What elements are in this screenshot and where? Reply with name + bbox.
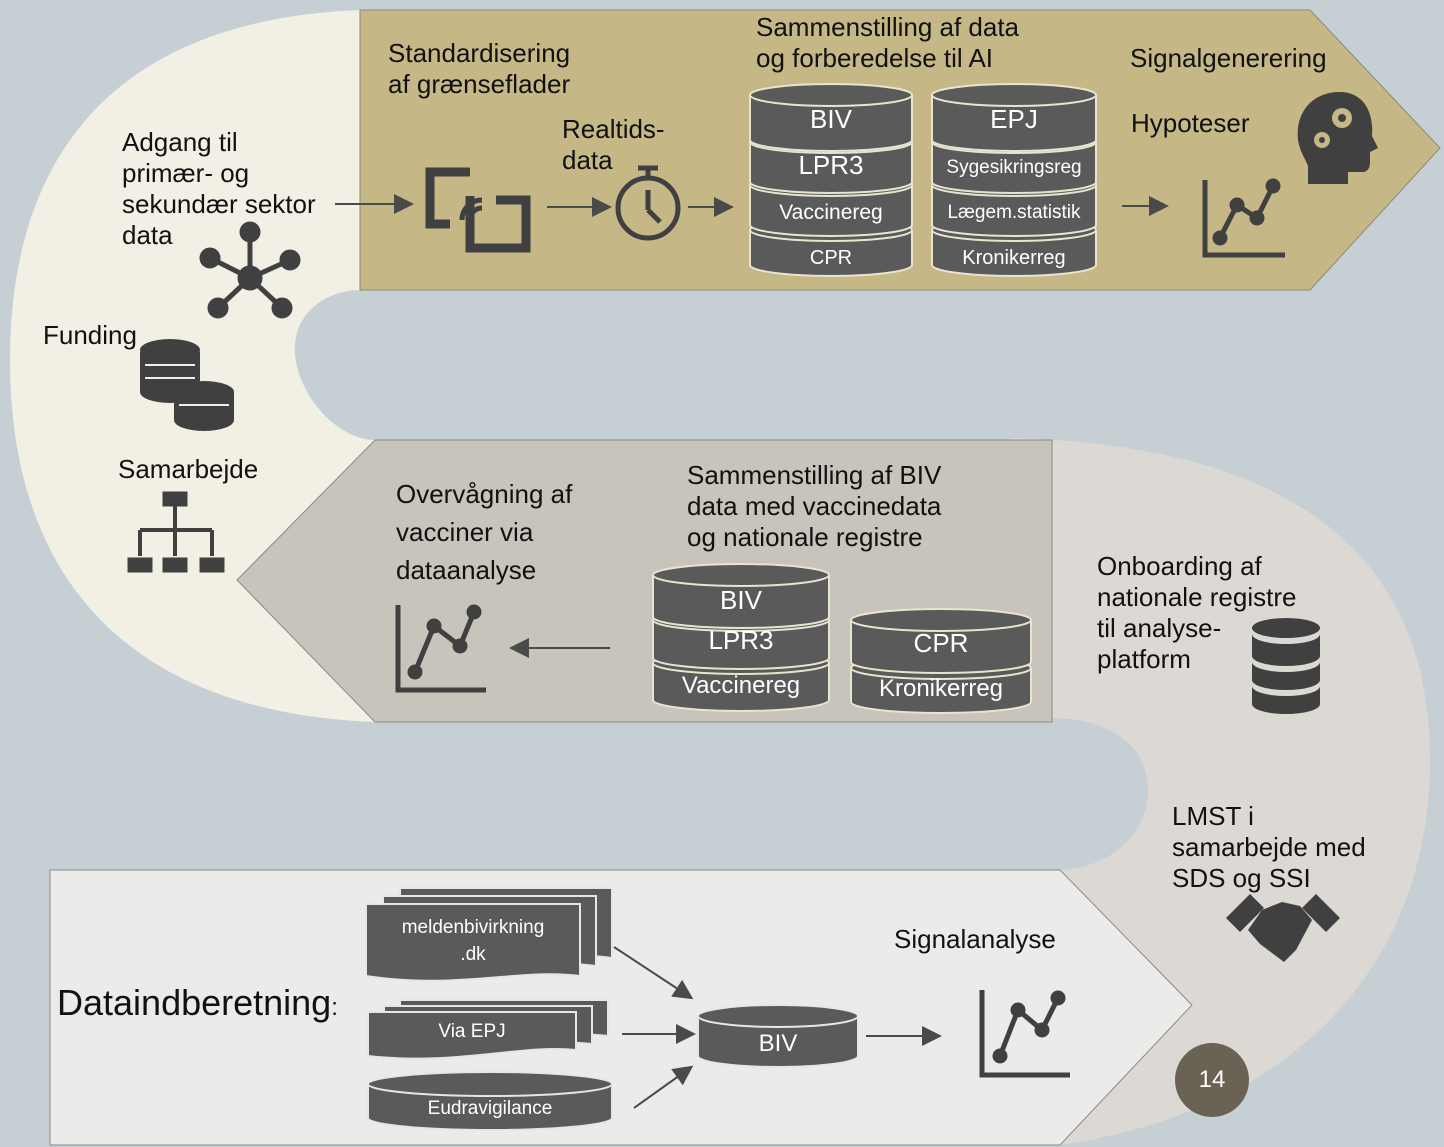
hypotheses-label: Hypoteser: [1131, 108, 1250, 138]
top-stack-2-item: EPJ: [990, 104, 1038, 134]
monitoring-label: Overvågning af vacciner via dataanalyse: [396, 479, 573, 585]
top-stack-1-item: Vaccinereg: [779, 201, 883, 224]
top-chart-icon: [1202, 178, 1285, 258]
doc-stack-2-shapes: [367, 999, 609, 1060]
network-icon: [199, 221, 301, 319]
signal-generation-label: Signalgenerering: [1130, 43, 1327, 73]
page-number: 14: [1198, 1066, 1226, 1093]
compile-biv-label: Sammenstilling af BIV data med vaccineda…: [687, 460, 942, 552]
middle-stack-1-item: LPR3: [708, 625, 774, 655]
top-stack-1-item: BIV: [810, 104, 852, 134]
collaboration-label: Samarbejde: [118, 454, 259, 484]
middle-stack-1-cylinders: [652, 563, 830, 712]
head-gears-icon: [1297, 92, 1378, 184]
doc-stack-1-shapes: [365, 887, 613, 982]
funding-label: Funding: [43, 320, 137, 350]
middle-band: [236, 439, 1053, 723]
interface-icon: [425, 167, 531, 253]
top-stack-2-item: Lægem.statistik: [947, 202, 1081, 223]
hierarchy-icon: [127, 491, 225, 573]
middle-chart-icon: [395, 604, 486, 693]
source-meldenbivirkning: meldenbivirkning .dk: [401, 917, 545, 965]
top-stack-1-item: CPR: [809, 247, 853, 269]
bottom-biv-label: BIV: [758, 1030, 798, 1057]
middle-stack-2-item: CPR: [913, 628, 969, 658]
standardize-label: Standardisering af grænseflader: [388, 38, 571, 99]
middle-stack-2-cylinders: [850, 608, 1032, 714]
reporting-label: Dataindberetning:: [57, 982, 338, 1029]
source-eudravigilance: Eudravigilance: [427, 1098, 553, 1119]
top-stack-2-cylinders: [931, 83, 1097, 277]
bottom-band: [49, 869, 1193, 1146]
middle-stack-1-item: BIV: [720, 585, 762, 615]
coins-icon: [140, 339, 234, 431]
handshake-icon: [1226, 894, 1340, 962]
bottom-biv-cylinder: [697, 1004, 859, 1068]
signal-analysis-label: Signalanalyse: [894, 924, 1056, 954]
top-stack-1-cylinders: [749, 83, 913, 277]
database-icon: [1252, 618, 1320, 714]
stopwatch-icon: [615, 165, 681, 241]
top-stack-2-item: Sygesikringsreg: [946, 157, 1082, 178]
page-number-badge: [1175, 1043, 1249, 1117]
bottom-chart-icon: [979, 990, 1070, 1078]
eudravigilance-cylinder: [367, 1071, 613, 1131]
compile-ai-label: Sammenstilling af data og forberedelse t…: [756, 12, 1020, 73]
lmst-label: LMST i samarbejde med SDS og SSI: [1172, 801, 1366, 893]
source-via-epj: Via EPJ: [438, 1021, 506, 1042]
top-stack-2-item: Kronikerreg: [962, 247, 1066, 269]
middle-stack-1-item: Vaccinereg: [681, 672, 801, 699]
reporting-colon: :: [331, 994, 338, 1021]
reporting-text: Dataindberetning: [57, 982, 332, 1023]
middle-stack-2-item: Kronikerreg: [878, 675, 1004, 702]
realtime-label: Realtids- data: [562, 114, 665, 175]
access-label: Adgang til primær- og sekundær sektor da…: [122, 127, 316, 250]
top-stack-1-item: LPR3: [798, 150, 864, 180]
onboarding-label: Onboarding af nationale registre til ana…: [1097, 551, 1297, 674]
